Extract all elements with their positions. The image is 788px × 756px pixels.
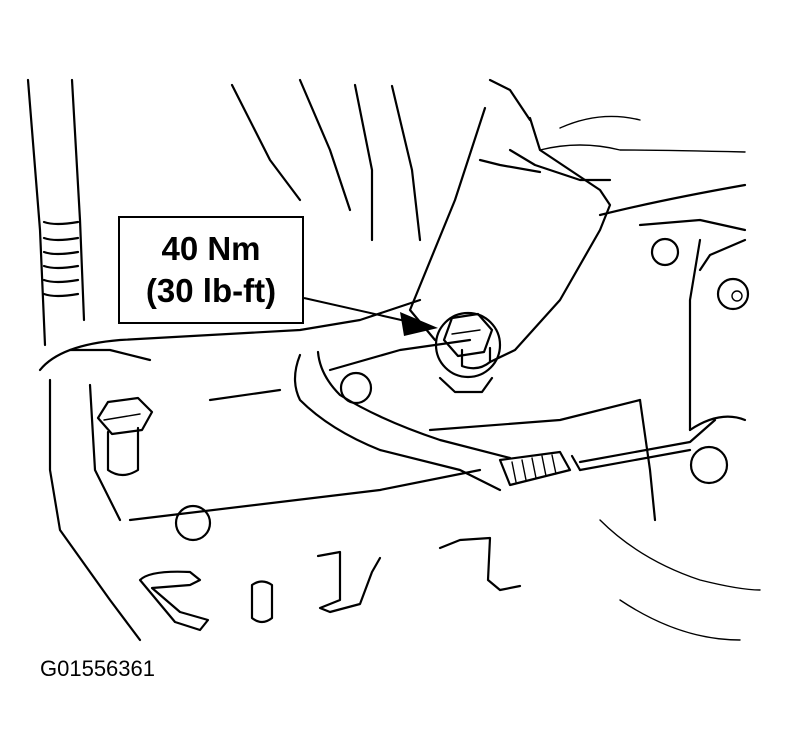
right-plate [598, 183, 750, 485]
left-housing [26, 78, 86, 347]
callout-leader [303, 297, 438, 336]
torque-callout: 40 Nm (30 lb-ft) [118, 216, 304, 324]
target-bolt [434, 311, 502, 394]
left-bolt [96, 396, 154, 477]
base-plate [38, 298, 761, 642]
figure-id: G01556361 [40, 656, 155, 681]
torque-imperial-label: (30 lb-ft) [145, 272, 277, 309]
bottom-clips [138, 536, 522, 632]
bracket [408, 106, 746, 364]
torque-metric-label: 40 Nm [161, 230, 261, 267]
cable-assembly [293, 350, 717, 492]
upper-members [230, 78, 532, 242]
